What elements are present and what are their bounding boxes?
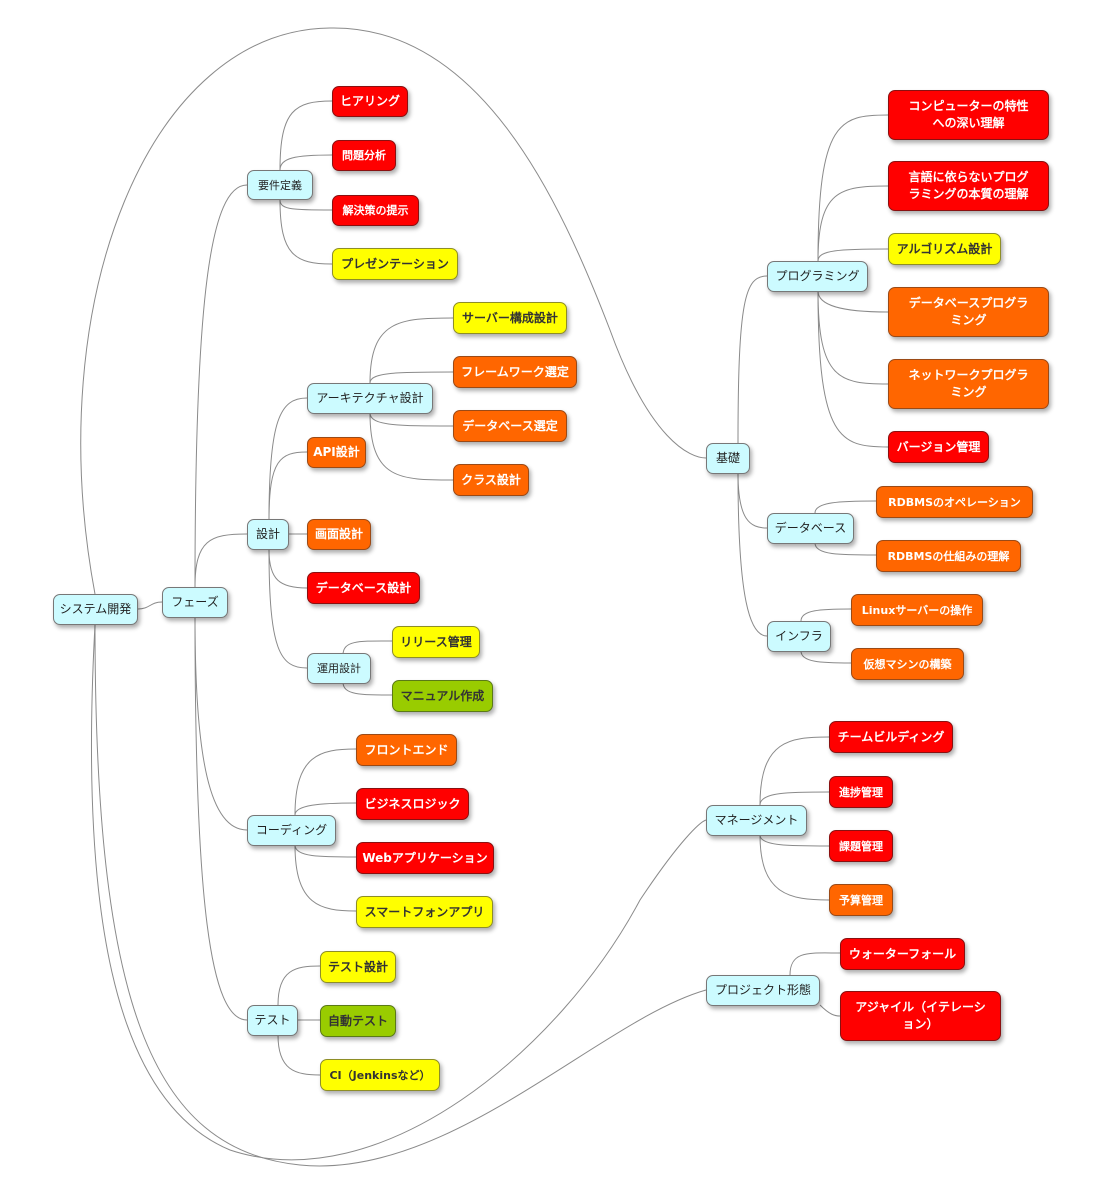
leaf-network-programming[interactable]: ネットワークプログラミング [888, 359, 1049, 409]
edge [759, 736, 830, 806]
edge [194, 533, 248, 588]
edge [268, 549, 308, 589]
leaf-framework-selection[interactable]: フレームワーク選定 [453, 356, 577, 388]
edge [814, 500, 877, 514]
leaf-database-selection[interactable]: データベース選定 [453, 410, 567, 442]
leaf-solution-proposal[interactable]: 解決策の提示 [332, 195, 419, 226]
edge [294, 844, 357, 912]
edge [817, 290, 889, 385]
node-requirements[interactable]: 要件定義 [247, 170, 313, 200]
leaf-issue-management[interactable]: 課題管理 [829, 830, 893, 862]
leaf-release-management[interactable]: リリース管理 [392, 626, 480, 658]
node-database[interactable]: データベース [767, 513, 854, 544]
edge [819, 1004, 841, 1017]
node-test[interactable]: テスト [247, 1005, 298, 1036]
edge [814, 542, 877, 556]
leaf-vm-setup[interactable]: 仮想マシンの構築 [851, 648, 964, 680]
leaf-rdbms-operation[interactable]: RDBMSのオペレーション [876, 486, 1033, 518]
edge [94, 624, 707, 1167]
leaf-database-design[interactable]: データベース設計 [307, 572, 420, 604]
node-basics[interactable]: 基礎 [706, 443, 750, 474]
leaf-algorithm-design[interactable]: アルゴリズム設計 [888, 233, 1001, 265]
edge [194, 616, 248, 831]
edge [759, 791, 830, 806]
edge [737, 472, 768, 529]
edge [817, 290, 889, 313]
edge [80, 27, 707, 595]
edge [194, 616, 248, 1021]
leaf-problem-analysis[interactable]: 問題分析 [332, 140, 396, 171]
edge [737, 472, 768, 637]
edge [759, 834, 830, 847]
node-programming[interactable]: プログラミング [767, 261, 868, 292]
leaf-team-building[interactable]: チームビルディング [829, 721, 953, 753]
edge [817, 114, 889, 262]
leaf-smartphone-app[interactable]: スマートフォンアプリ [356, 896, 493, 928]
node-infra[interactable]: インフラ [767, 621, 831, 652]
leaf-rdbms-mechanism[interactable]: RDBMSの仕組みの理解 [876, 540, 1021, 572]
leaf-server-config-design[interactable]: サーバー構成設計 [453, 302, 567, 334]
edge [789, 952, 841, 976]
node-design[interactable]: 設計 [247, 519, 289, 550]
edge [800, 608, 852, 622]
leaf-budget-management[interactable]: 予算管理 [829, 884, 893, 916]
node-project-style[interactable]: プロジェクト形態 [706, 975, 820, 1006]
leaf-class-design[interactable]: クラス設計 [453, 464, 529, 496]
edge [277, 1034, 321, 1076]
leaf-database-programming[interactable]: データベースプログラミング [888, 287, 1049, 337]
edge [759, 834, 830, 901]
leaf-test-design[interactable]: テスト設計 [320, 951, 396, 983]
edge [817, 290, 889, 448]
leaf-web-application[interactable]: Webアプリケーション [356, 842, 494, 874]
node-phase[interactable]: フェーズ [162, 587, 228, 618]
edge [369, 412, 454, 481]
leaf-ci-jenkins[interactable]: CI（Jenkinsなど） [320, 1059, 440, 1091]
edge [369, 371, 454, 384]
leaf-automated-test[interactable]: 自動テスト [320, 1005, 396, 1037]
node-management[interactable]: マネージメント [706, 805, 807, 836]
edge [369, 412, 454, 427]
edge [294, 748, 357, 816]
leaf-business-logic[interactable]: ビジネスロジック [356, 788, 469, 820]
leaf-frontend[interactable]: フロントエンド [356, 734, 457, 766]
edge [268, 397, 308, 521]
root-node-system-development[interactable]: システム開発 [53, 594, 138, 625]
edge [817, 248, 889, 262]
leaf-language-independent[interactable]: 言語に依らないプログラミングの本質の理解 [888, 161, 1049, 211]
edge [277, 965, 321, 1006]
edge [268, 549, 308, 669]
leaf-presentation[interactable]: プレゼンテーション [332, 248, 458, 280]
edge [817, 185, 889, 262]
leaf-waterfall[interactable]: ウォーターフォール [840, 938, 965, 970]
leaf-manual-creation[interactable]: マニュアル作成 [392, 680, 493, 712]
edge [268, 451, 308, 521]
edge [279, 154, 333, 171]
leaf-progress-management[interactable]: 進捗管理 [829, 776, 893, 808]
leaf-screen-design[interactable]: 画面設計 [307, 519, 371, 550]
edge [137, 601, 163, 610]
edge [800, 650, 852, 664]
edge [279, 199, 333, 211]
leaf-api-design[interactable]: API設計 [307, 437, 366, 468]
node-operation-design[interactable]: 運用設計 [307, 653, 371, 684]
edge [294, 802, 357, 816]
edge [294, 844, 357, 858]
leaf-computer-understanding[interactable]: コンピューターの特性への深い理解 [888, 90, 1049, 140]
edge [279, 100, 333, 171]
edge [194, 184, 248, 588]
edge [342, 640, 393, 656]
node-coding[interactable]: コーディング [247, 815, 336, 846]
edge [369, 317, 454, 384]
node-architecture-design[interactable]: アーキテクチャ設計 [307, 383, 433, 414]
leaf-linux-server[interactable]: Linuxサーバーの操作 [851, 594, 983, 626]
leaf-version-control[interactable]: バージョン管理 [888, 431, 989, 463]
leaf-hearing[interactable]: ヒアリング [332, 86, 408, 117]
edge [342, 681, 393, 696]
edge [90, 624, 707, 1161]
edge [737, 275, 768, 444]
leaf-agile[interactable]: アジャイル（イテレーション） [840, 991, 1001, 1041]
edge [279, 199, 333, 265]
